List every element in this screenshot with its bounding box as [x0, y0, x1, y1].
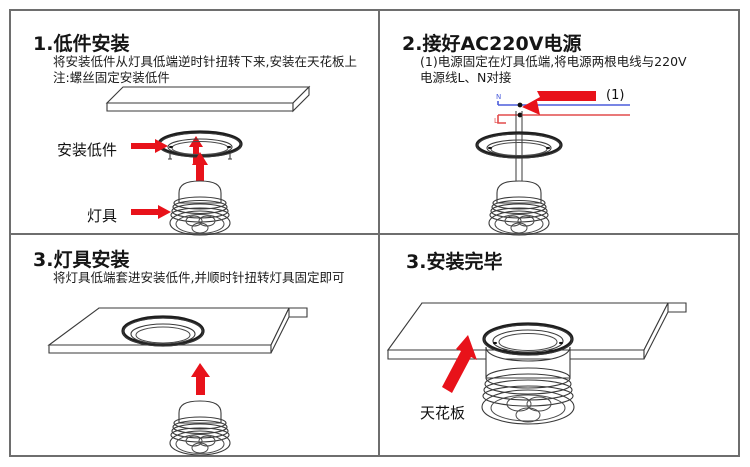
wire-joint-neutral: [517, 102, 523, 108]
wire-neutral-label: N: [496, 93, 501, 101]
panel-3-title: 3.灯具安装: [33, 249, 130, 271]
horizontal-divider: [11, 233, 739, 235]
panel-3-subtitle: 将灯具低端套进安装低件,并顺时针扭转灯具固定即可: [53, 270, 345, 285]
mount-ring-label: 安装低件: [57, 141, 118, 159]
mounting-ring-graphic-2: [475, 131, 563, 159]
arrow-to-ceiling: [442, 335, 477, 393]
arrow-right-to-ring: [131, 139, 168, 153]
step-callout: (1): [606, 88, 624, 103]
ceiling-plate-with-ring: [47, 307, 308, 354]
panel-1-title: 1.低件安装: [33, 33, 130, 55]
panel-step-4: 3.安装完毕: [380, 235, 739, 455]
panel-3-illustration: [47, 307, 308, 456]
panel-1-subtitle: 将安装低件从灯具低端逆时针扭转下来,安装在天花板上 注:螺丝固定安装低件: [53, 54, 357, 85]
lamp-cable-graphic: [515, 111, 523, 183]
lamp-graphic-3: [169, 400, 231, 456]
arrow-to-wire-junction: [522, 91, 596, 115]
panel-step-3: 3.灯具安装 将灯具低端套进安装低件,并顺时针扭转灯具固定即可: [11, 235, 378, 456]
panel-step-2: 2.接好AC220V电源 (1)电源固定在灯具低端,将电源两根电线与220V 电…: [380, 11, 739, 236]
lamp-graphic: [169, 180, 231, 236]
wire-live-label: L: [494, 117, 498, 125]
panel-step-1: 1.低件安装 将安装低件从灯具低端逆时针扭转下来,安装在天花板上 注:螺丝固定安…: [11, 11, 378, 236]
lamp-graphic-2: [488, 180, 550, 236]
panel-4-illustration: [386, 302, 687, 425]
arrow-up-lamp-to-ring: [192, 152, 208, 183]
arrow-up-to-plate: [189, 136, 203, 163]
mounted-lamp-graphic: [481, 322, 575, 425]
wire-joint-live: [517, 112, 523, 118]
ceiling-label: 天花板: [420, 404, 466, 422]
panel-2-subtitle: (1)电源固定在灯具低端,将电源两根电线与220V 电源线L、N对接: [420, 54, 687, 85]
arrow-up-lamp-to-plate: [191, 363, 210, 395]
panel-1-illustration: [105, 85, 311, 236]
ceiling-plate-graphic: [105, 85, 311, 113]
sheet-border: [9, 9, 740, 457]
panel-2-illustration: N L (1): [475, 88, 630, 236]
supply-wires-graphic: N L: [494, 93, 630, 125]
arrow-right-to-lamp: [131, 205, 171, 219]
panel-2-title: 2.接好AC220V电源: [402, 33, 582, 55]
panel-4-title: 3.安装完毕: [406, 251, 503, 273]
lamp-label: 灯具: [87, 207, 118, 225]
